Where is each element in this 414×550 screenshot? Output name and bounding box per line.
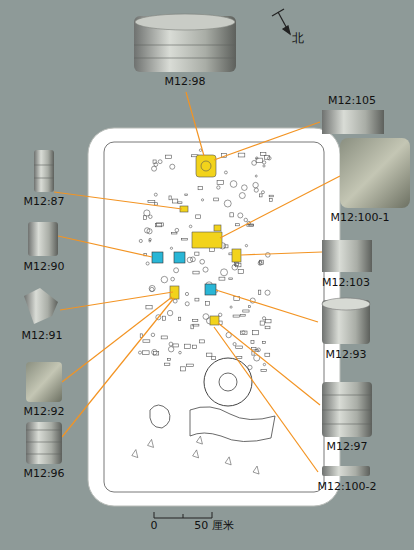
highlighted-artifacts: [152, 155, 241, 325]
jade-disc: [204, 358, 252, 406]
artifact-number: M12:92: [23, 406, 64, 418]
scale-label: 50 厘米: [194, 520, 234, 532]
leader-lines: [54, 92, 340, 472]
artifact-number: M12:91: [21, 330, 62, 342]
grave-chamber: [104, 142, 324, 492]
artifact-number: M12:93: [325, 349, 366, 361]
artifact-number: M12:97: [326, 441, 367, 453]
grave-pit: [88, 128, 340, 506]
scale-label: 0: [151, 520, 158, 532]
scale-bar: [154, 512, 212, 518]
north-arrow: [272, 9, 290, 34]
artifact-number: M12:90: [23, 261, 64, 273]
artifact-number: M12:100-1: [330, 212, 389, 224]
artifact-number: M12:105: [328, 95, 376, 107]
artifact-number: M12:103: [322, 277, 370, 289]
artifact-photos: [24, 14, 410, 476]
north-label: 北: [292, 32, 304, 45]
artifact-number: M12:98: [164, 76, 205, 88]
artifact-number: M12:96: [23, 468, 64, 480]
artifact-number: M12:87: [23, 196, 64, 208]
artifact-number: M12:100-2: [317, 481, 376, 493]
